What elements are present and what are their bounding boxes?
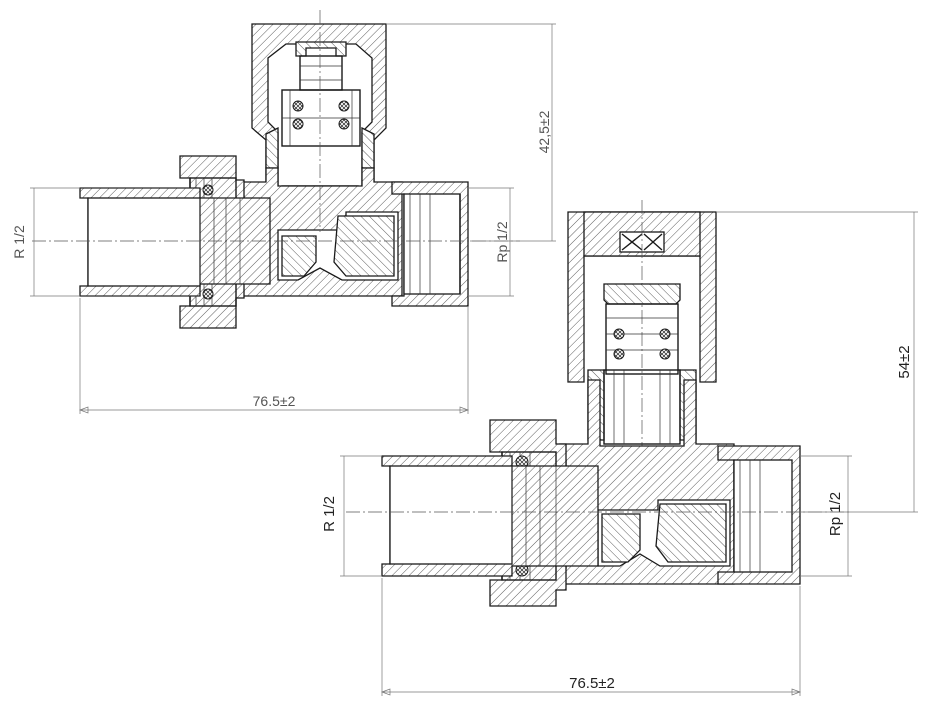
o-ring-bottom-3 (613, 348, 625, 360)
dim-height-top: 42,5±2 (536, 110, 552, 153)
spindle-top (295, 41, 347, 57)
o-ring-bottom-2 (659, 328, 671, 340)
dim-length-top: 76.5±2 (253, 393, 296, 409)
o-ring-top-nut-1 (202, 184, 214, 196)
thread-outlet-top: Rp 1/2 (494, 221, 510, 262)
dim-length-bottom: 76.5±2 (569, 675, 615, 692)
o-ring-top-nut-2 (202, 288, 214, 300)
spindle-insert-top (299, 55, 343, 91)
o-ring-bottom-4 (659, 348, 671, 360)
o-ring-top-1 (292, 100, 304, 112)
dim-height-bottom: 54±2 (896, 345, 913, 378)
valve-view-top: 76.5±2 42,5±2 R 1/2 Rp 1/2 (11, 10, 556, 414)
o-ring-bottom-1 (613, 328, 625, 340)
thread-outlet-bottom: Rp 1/2 (827, 492, 844, 536)
o-ring-top-4 (338, 118, 350, 130)
o-ring-top-2 (338, 100, 350, 112)
thread-inlet-bottom: R 1/2 (321, 496, 338, 532)
o-ring-top-3 (292, 118, 304, 130)
valve-view-bottom: 76.5±2 54±2 R 1/2 Rp 1/2 (321, 200, 918, 696)
thread-inlet-top: R 1/2 (11, 225, 27, 259)
spindle-bottom (603, 283, 681, 305)
